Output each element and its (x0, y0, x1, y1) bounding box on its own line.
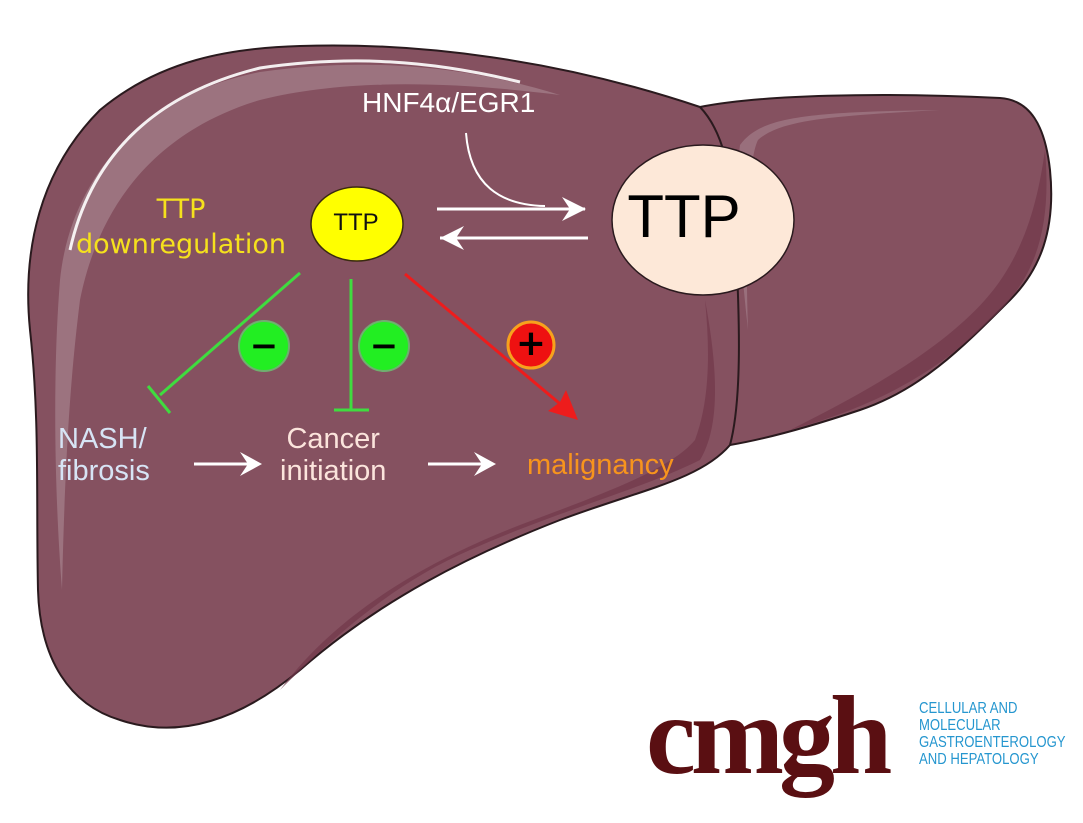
ttp-low-node (310, 186, 404, 262)
upstream-regulator-label: HNF4α/EGR1 (362, 87, 536, 118)
nash-fibrosis-label: NASH/ fibrosis (58, 423, 150, 488)
inhibit-bar-nash (146, 385, 172, 414)
liver-left-lobe-gloss (68, 59, 521, 251)
forward-arrowhead (562, 197, 586, 221)
plus-badge-malignancy (506, 320, 556, 370)
nash-line2: fibrosis (58, 455, 150, 488)
cancer-initiation-label: Cancer initiation (280, 423, 386, 488)
logo-subtitle-line: CELLULAR AND (919, 700, 1018, 717)
plus-sign-malignancy: + (515, 323, 547, 364)
activate-arrowhead-malignancy (548, 390, 578, 420)
journal-logo-subtitle: CELLULAR AND MOLECULAR GASTROENTEROLOGY … (919, 700, 1066, 769)
minus-badge-nash (238, 320, 290, 372)
progress-arrow-1-head (240, 452, 262, 476)
minus-sign-cancer: − (369, 326, 399, 366)
ttp-high-node (611, 144, 795, 296)
progress-arrow-2-head (474, 452, 496, 476)
logo-subtitle-line: GASTROENTEROLOGY (919, 733, 1066, 751)
minus-badge-cancer (358, 320, 410, 372)
cancer-line1: Cancer (286, 423, 380, 455)
journal-logo-mark: cmgh (646, 674, 892, 798)
nash-line1: NASH/ (58, 423, 147, 455)
minus-sign-nash: − (249, 326, 279, 366)
activate-line-malignancy (404, 272, 566, 410)
malignancy-label: malignancy (527, 449, 674, 481)
liver-right-lobe-highlight (737, 110, 940, 330)
ttp-low-label: TTP (333, 209, 379, 236)
logo-subtitle-line: MOLECULAR (919, 716, 1001, 734)
inhibit-line-nash (159, 271, 301, 397)
reverse-arrowhead (440, 226, 464, 250)
logo-subtitle-line: AND HEPATOLOGY (919, 750, 1039, 768)
ttp-high-label: TTP (627, 183, 741, 250)
liver-right-lobe-shadow (790, 150, 1047, 430)
ttp-downregulation-label: TTP downregulation (76, 190, 286, 265)
liver-left-lobe-shadow (280, 300, 716, 690)
cancer-line2: initiation (280, 455, 387, 488)
ttp-downregulation-line1: TTP (156, 194, 206, 225)
upstream-activation-curve (465, 132, 546, 207)
ttp-downregulation-line2: downregulation (76, 228, 286, 260)
